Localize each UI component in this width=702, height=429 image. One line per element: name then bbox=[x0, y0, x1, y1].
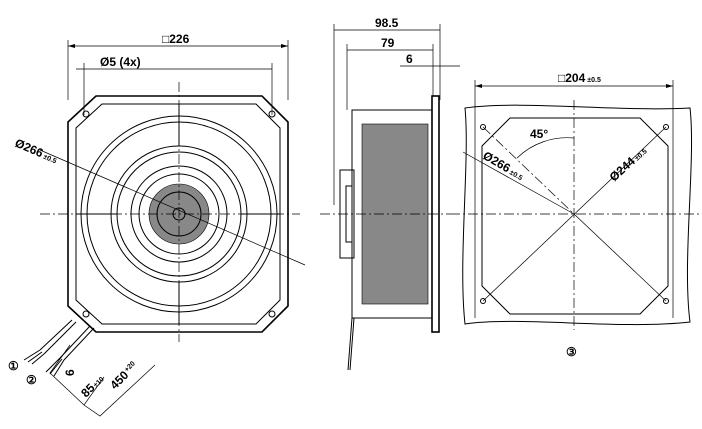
side-view: 98.5 79 6 bbox=[320, 16, 460, 371]
inner-diameter-dimension: Ø244±0.5 bbox=[607, 144, 650, 185]
split-length-dimension: 85±10 bbox=[78, 372, 106, 400]
cable-length-dimension: 450+20 bbox=[107, 359, 140, 392]
marker-2: ② bbox=[26, 373, 37, 387]
overall-depth-dimension: 98.5 bbox=[375, 16, 399, 30]
marker-3: ③ bbox=[566, 345, 577, 359]
strip-length-dimension: 6 bbox=[63, 369, 77, 376]
front-circle-dimension: Ø266±0.5 bbox=[13, 136, 60, 166]
front-square-dimension: □226 bbox=[162, 32, 190, 46]
hole-dimension: Ø5 (4x) bbox=[100, 55, 141, 69]
angle-dimension: 45° bbox=[530, 127, 548, 141]
front-view: □226 Ø5 (4x) Ø266±0.5 bbox=[13, 32, 306, 342]
cutout-square-dimension: □204±0.5 bbox=[558, 71, 601, 85]
flange-dimension: 6 bbox=[406, 52, 413, 66]
cutout-view: □204±0.5 45° Ø266±0.5 Ø244±0.5 ③ bbox=[450, 71, 700, 359]
body-depth-dimension: 79 bbox=[381, 36, 395, 50]
marker-1: ① bbox=[8, 359, 19, 373]
cable-detail: ① ② 6 85±10 450+20 bbox=[8, 319, 156, 417]
